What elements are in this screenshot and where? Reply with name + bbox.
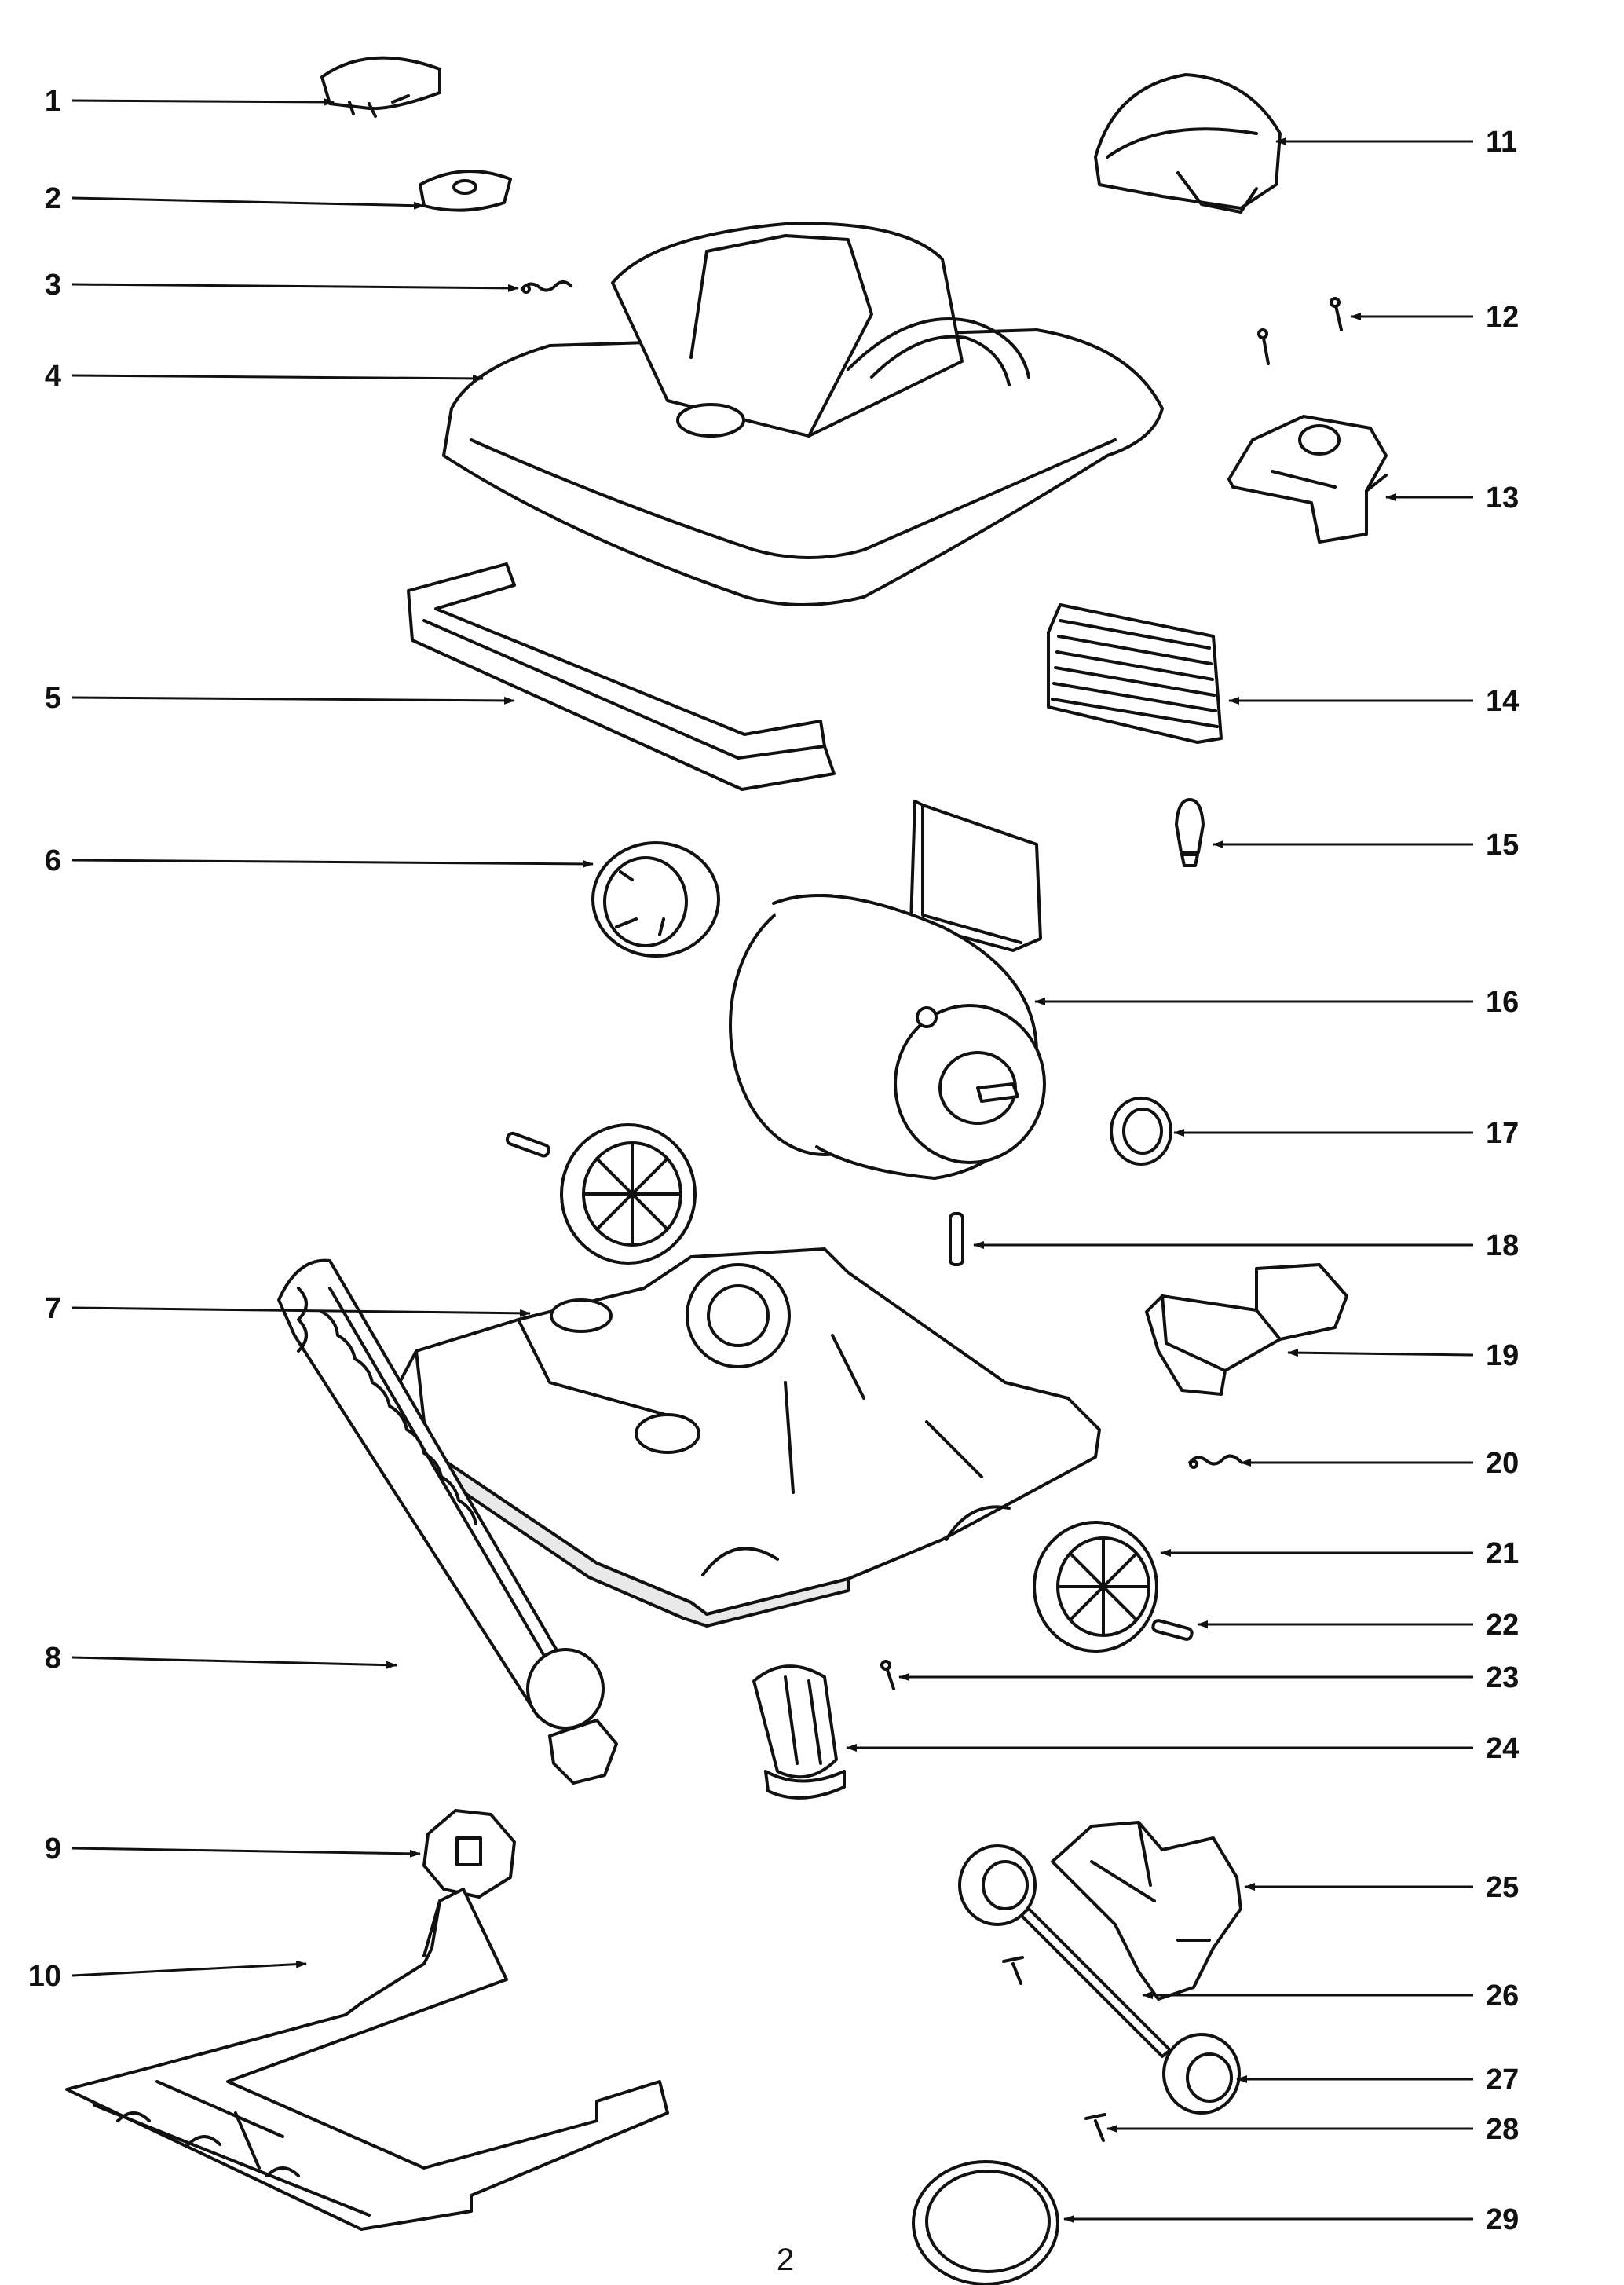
callout-number-7: 7 [45, 1292, 61, 1325]
part-12-screw [1257, 297, 1343, 365]
part-1-cover-clip [320, 56, 441, 118]
page-number: 2 [777, 2243, 794, 2277]
part-6-pulley-ring [591, 841, 720, 958]
part-16-motor [729, 800, 1046, 1180]
callout-number-4: 4 [45, 360, 61, 393]
part-29-belt [912, 2160, 1059, 2285]
part-20-clip [1188, 1454, 1242, 1469]
callout-number-8: 8 [45, 1642, 61, 1675]
part-8-brushroll [277, 1258, 618, 1785]
part-24-sleeve [752, 1664, 846, 1800]
part-5-bumper [407, 562, 836, 791]
callout-number-25: 25 [1486, 1871, 1519, 1904]
callout-number-24: 24 [1486, 1732, 1519, 1765]
callout-number-5: 5 [45, 682, 61, 715]
callout-number-20: 20 [1486, 1447, 1519, 1480]
part-7-base [375, 1247, 1101, 1628]
leader-line-9 [71, 1847, 421, 1858]
leader-line-1 [71, 97, 335, 106]
callout-layer: 1234567891011121314151617181920212223242… [28, 85, 1520, 2236]
callout-number-19: 19 [1486, 1339, 1519, 1372]
callout-number-15: 15 [1486, 829, 1519, 862]
callout-number-27: 27 [1486, 2063, 1519, 2096]
part-9-end-cap [422, 1809, 516, 1899]
callout-number-18: 18 [1486, 1229, 1519, 1262]
leader-line-2 [71, 196, 425, 210]
callout-number-13: 13 [1486, 482, 1519, 514]
part-28-screw [1002, 1956, 1106, 2142]
part-10-bottom-plate [65, 1888, 669, 2231]
part-18-pin [949, 1212, 964, 1266]
part-15-bulb [1175, 798, 1205, 867]
part-14-grille [1047, 603, 1223, 744]
callout-number-11: 11 [1486, 126, 1517, 159]
callout-number-3: 3 [45, 269, 61, 302]
rear-wheel-upper [958, 1844, 1037, 1926]
wheel-left [505, 1123, 697, 1265]
callout-number-17: 17 [1486, 1117, 1519, 1150]
callout-number-14: 14 [1486, 685, 1519, 718]
callout-number-28: 28 [1486, 2113, 1519, 2146]
part-25-wheel-carriage [1051, 1821, 1242, 2001]
part-4-hood [442, 222, 1164, 606]
callout-number-12: 12 [1486, 301, 1519, 334]
leader-line-8 [71, 1656, 397, 1669]
part-3-clip [521, 280, 572, 294]
leader-line-5 [71, 696, 515, 705]
callout-number-1: 1 [45, 85, 61, 118]
callout-number-9: 9 [45, 1833, 61, 1866]
callout-number-6: 6 [45, 844, 61, 877]
callout-number-26: 26 [1486, 1979, 1519, 2012]
leader-line-4 [71, 374, 484, 383]
part-11-handle-cap [1094, 73, 1282, 214]
leader-line-19 [1287, 1349, 1474, 1357]
callout-number-10: 10 [28, 1960, 61, 1993]
part-21-wheel [1033, 1521, 1158, 1653]
leader-line-6 [71, 859, 594, 868]
part-13-switch-bracket [1227, 415, 1388, 544]
part-22-axle-pin [1151, 1619, 1194, 1641]
part-27-rear-wheel [1162, 2033, 1241, 2115]
leader-line-10 [71, 1960, 307, 1977]
part-23-screw [880, 1660, 895, 1690]
callout-number-21: 21 [1486, 1537, 1519, 1570]
leader-line-7 [71, 1306, 531, 1317]
leader-line-3 [71, 283, 519, 292]
part-2-plate [419, 170, 512, 212]
callout-number-22: 22 [1486, 1609, 1519, 1642]
callout-number-2: 2 [45, 182, 61, 215]
callout-number-29: 29 [1486, 2203, 1519, 2236]
callout-number-23: 23 [1486, 1661, 1519, 1694]
callout-number-16: 16 [1486, 986, 1519, 1019]
part-19-nozzle-bracket [1145, 1263, 1348, 1396]
part-17-bearing-ring [1110, 1097, 1172, 1166]
